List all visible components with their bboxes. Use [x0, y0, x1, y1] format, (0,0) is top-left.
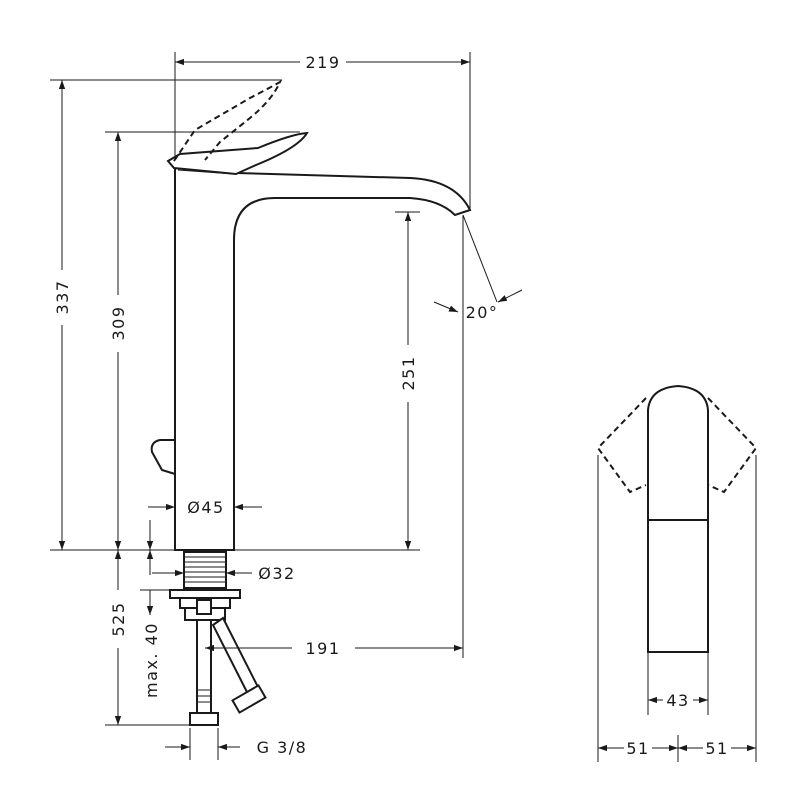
overall-height-label: 337 [53, 279, 72, 314]
thread-diameter-label: Ø32 [258, 564, 295, 583]
spout-reach-label: 191 [305, 639, 340, 658]
popup-rod [150, 439, 176, 475]
lever-handle [166, 131, 309, 176]
lever-swing-left-label: 51 [626, 739, 649, 758]
faucet-body [174, 166, 472, 551]
dimension-lines [50, 52, 523, 760]
dimension-labels: 219 337 309 251 20° Ø45 Ø32 525 max. 40 … [52, 52, 731, 758]
deck-thickness-label: max. 40 [142, 622, 161, 698]
lever-front-view [596, 384, 758, 762]
lever-front-body [647, 384, 709, 521]
spout-angle-label: 20° [466, 303, 499, 322]
lever-swing-right-label: 51 [705, 739, 728, 758]
overall-width-label: 219 [305, 53, 340, 72]
faucet-side-view [150, 79, 472, 726]
lever-open-position [173, 79, 283, 162]
threaded-shank [183, 551, 227, 589]
spout-height-label: 251 [399, 355, 418, 390]
lever-front-swing-right [707, 397, 758, 494]
hose-length-label: 525 [109, 601, 128, 636]
connection-hoses [189, 616, 267, 726]
hose-connection-label: G 3/8 [257, 738, 308, 757]
mounting-nut [169, 589, 241, 621]
lever-width-label: 43 [666, 691, 689, 710]
lever-height-label: 309 [109, 305, 128, 340]
body-diameter-label: Ø45 [187, 498, 224, 517]
lever-front-swing-left [596, 397, 647, 494]
